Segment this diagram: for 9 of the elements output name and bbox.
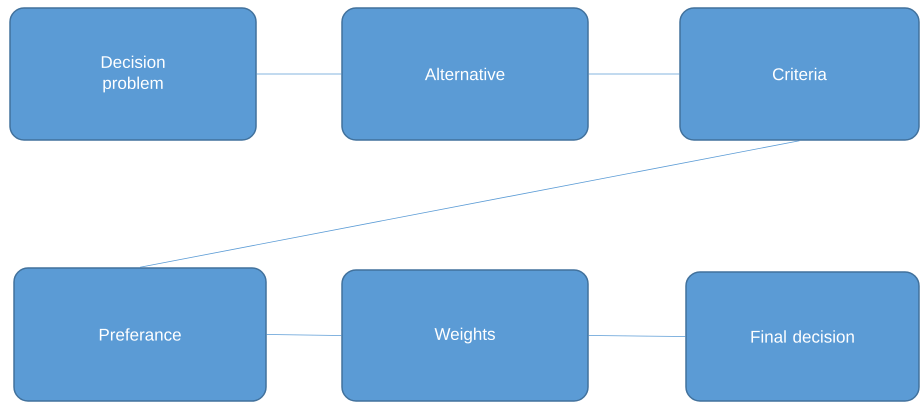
- process-box: Decision problem: [9, 7, 257, 141]
- process-box: Alternative: [341, 7, 589, 141]
- process-box: Final decision: [685, 271, 920, 402]
- connector-line: [140, 140, 800, 268]
- process-box: Preferance: [13, 267, 267, 402]
- connector-line: [266, 334, 342, 336]
- process-box: Weights: [341, 269, 589, 402]
- process-box: Criteria: [679, 7, 920, 141]
- connector-line: [588, 335, 686, 337]
